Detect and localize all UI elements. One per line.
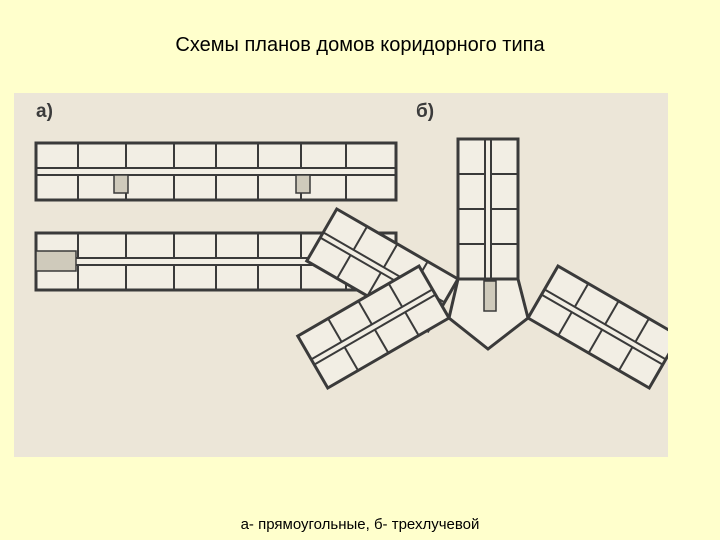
figure-caption: а- прямоугольные, б- трехлучевой [240, 516, 480, 533]
rectangular-plan-top [34, 141, 398, 202]
floor-plan-figure: а) б) [14, 93, 668, 457]
label-b: б) [416, 101, 434, 122]
floor-plan-drawing: а) б) [34, 101, 668, 390]
label-a: а) [36, 101, 53, 122]
three-ray-plan [296, 137, 668, 390]
slide-title: Схемы планов домов коридорного типа [175, 34, 545, 56]
